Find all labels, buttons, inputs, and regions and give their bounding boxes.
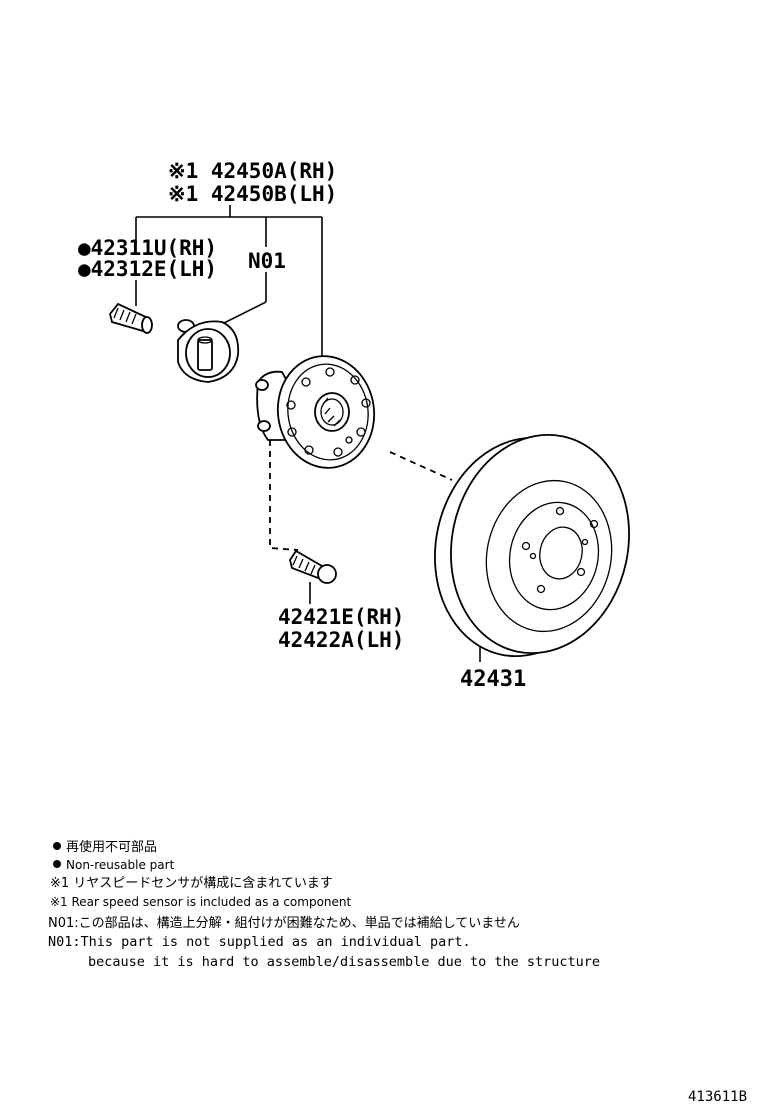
note-n01-jp: N01:この部品は、構造上分解・組付けが困難なため、単品では補給していません [48,915,520,931]
note-n01-en-line2: because it is hard to assemble/disassemb… [88,954,600,970]
bolt-alignment-dashed-line [269,440,299,551]
brake-disc-icon [434,433,630,658]
note-sensor-jp: ※1 リヤスピードセンサが構成に含まれています [50,875,333,891]
note-ref-label[interactable]: N01 [248,249,286,273]
assembly-part-number-rh[interactable]: ※1 42450A(RH) [168,159,337,183]
bolt-hub-icon [109,302,153,334]
leader-lines [135,205,481,662]
nonreusable-bullet-icon [53,860,61,868]
note-nonreusable-en: Non-reusable part [66,858,175,872]
hub-assembly-icon [255,355,376,469]
note-n01-en-line1: N01:This part is not supplied as an indi… [48,934,471,950]
bolt-part-number-rh[interactable]: ●42311U(RH) [78,236,217,260]
note-sensor-en: ※1 Rear speed sensor is included as a co… [50,895,352,909]
hub-bolt-icon [289,549,337,584]
bolt-part-number-lh[interactable]: ●42312E(LH) [78,257,217,281]
disc-alignment-dashed-line [389,451,453,481]
hub-bolt-part-number-rh[interactable]: 42421E(RH) [278,605,404,629]
notes: 再使用不可部品 Non-reusable part ※1 リヤスピードセンサが構… [48,839,600,970]
disc-part-number[interactable]: 42431 [460,667,526,692]
speed-sensor-icon [177,319,240,383]
note-nonreusable-jp: 再使用不可部品 [66,839,157,855]
nonreusable-bullet-icon [53,842,61,850]
assembly-part-number-lh[interactable]: ※1 42450B(LH) [168,182,337,206]
diagram-code: 413611B [688,1089,747,1105]
hub-bolt-part-number-lh[interactable]: 42422A(LH) [278,628,404,652]
